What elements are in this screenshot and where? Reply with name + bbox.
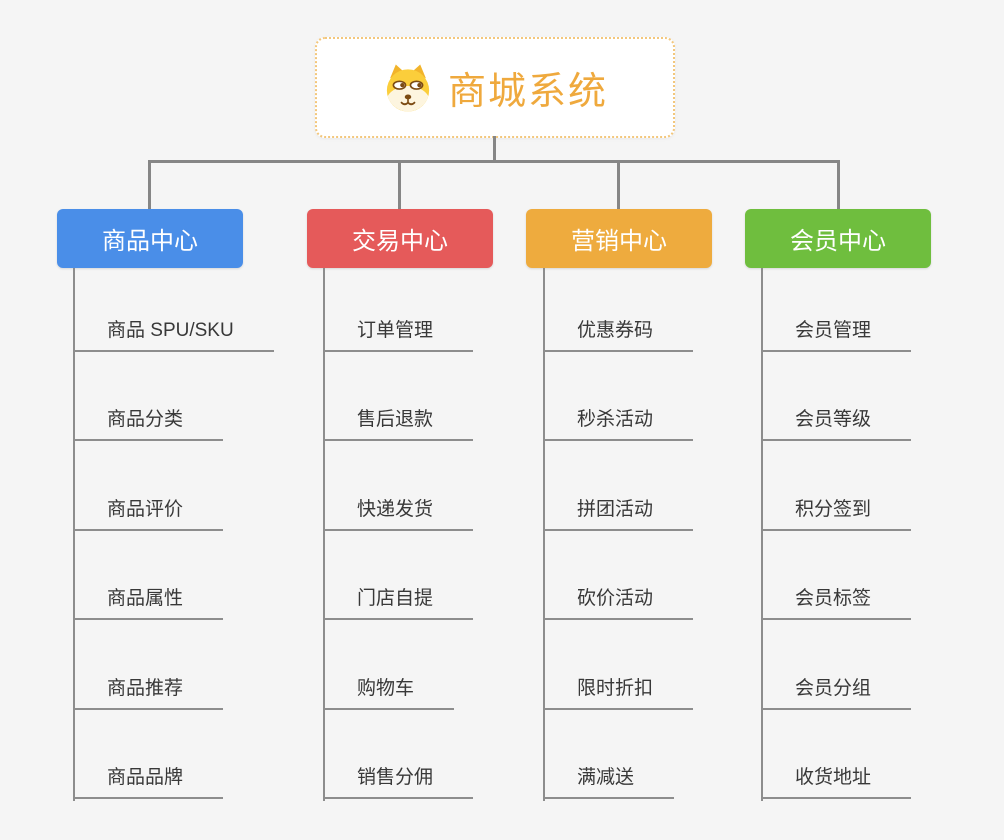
connector-drop-member	[837, 160, 840, 210]
dog-face-icon	[386, 63, 430, 112]
connector-drop-product	[148, 160, 151, 210]
leaf-node-product-recommend[interactable]: 商品推荐	[73, 675, 224, 710]
leaf-node-product-review[interactable]: 商品评价	[73, 496, 224, 531]
leaf-node-member-management[interactable]: 会员管理	[761, 317, 912, 352]
branch-node-marketing-center[interactable]: 营销中心	[526, 209, 712, 268]
leaf-node-product-spu-sku[interactable]: 商品 SPU/SKU	[73, 317, 274, 352]
root-title: 商城系统	[447, 71, 608, 113]
leaf-node-order-management[interactable]: 订单管理	[323, 317, 474, 352]
leaf-node-store-pickup[interactable]: 门店自提	[323, 585, 474, 620]
leaf-node-product-category[interactable]: 商品分类	[73, 406, 224, 441]
leaf-node-express-shipping[interactable]: 快递发货	[323, 496, 474, 531]
root-node[interactable]: 商城系统	[315, 37, 675, 138]
leaf-node-group-buy[interactable]: 拼团活动	[543, 496, 694, 531]
leaf-node-member-groups[interactable]: 会员分组	[761, 675, 912, 710]
leaf-node-limited-discount[interactable]: 限时折扣	[543, 675, 694, 710]
leaf-node-shipping-address[interactable]: 收货地址	[761, 764, 912, 799]
connector-drop-marketing	[617, 160, 620, 210]
leaf-node-flash-sale[interactable]: 秒杀活动	[543, 406, 694, 441]
column-stem-product	[73, 268, 75, 801]
branch-node-product-center[interactable]: 商品中心	[57, 209, 243, 268]
leaf-node-sales-commission[interactable]: 销售分佣	[323, 764, 474, 799]
connector-root-stem	[493, 136, 496, 163]
column-stem-marketing	[543, 268, 545, 801]
branch-node-member-center[interactable]: 会员中心	[745, 209, 931, 268]
leaf-node-product-attribute[interactable]: 商品属性	[73, 585, 224, 620]
connector-bus	[148, 160, 840, 163]
leaf-node-bargain-activity[interactable]: 砍价活动	[543, 585, 694, 620]
leaf-node-member-tags[interactable]: 会员标签	[761, 585, 912, 620]
connector-drop-trade	[398, 160, 401, 210]
leaf-node-spend-and-save[interactable]: 满减送	[543, 764, 675, 799]
leaf-node-product-brand[interactable]: 商品品牌	[73, 764, 224, 799]
leaf-node-member-level[interactable]: 会员等级	[761, 406, 912, 441]
leaf-node-points-checkin[interactable]: 积分签到	[761, 496, 912, 531]
leaf-node-coupon-code[interactable]: 优惠券码	[543, 317, 694, 352]
column-stem-member	[761, 268, 763, 801]
branch-node-trade-center[interactable]: 交易中心	[307, 209, 493, 268]
leaf-node-aftersale-refund[interactable]: 售后退款	[323, 406, 474, 441]
column-stem-trade	[323, 268, 325, 801]
leaf-node-shopping-cart[interactable]: 购物车	[323, 675, 455, 710]
